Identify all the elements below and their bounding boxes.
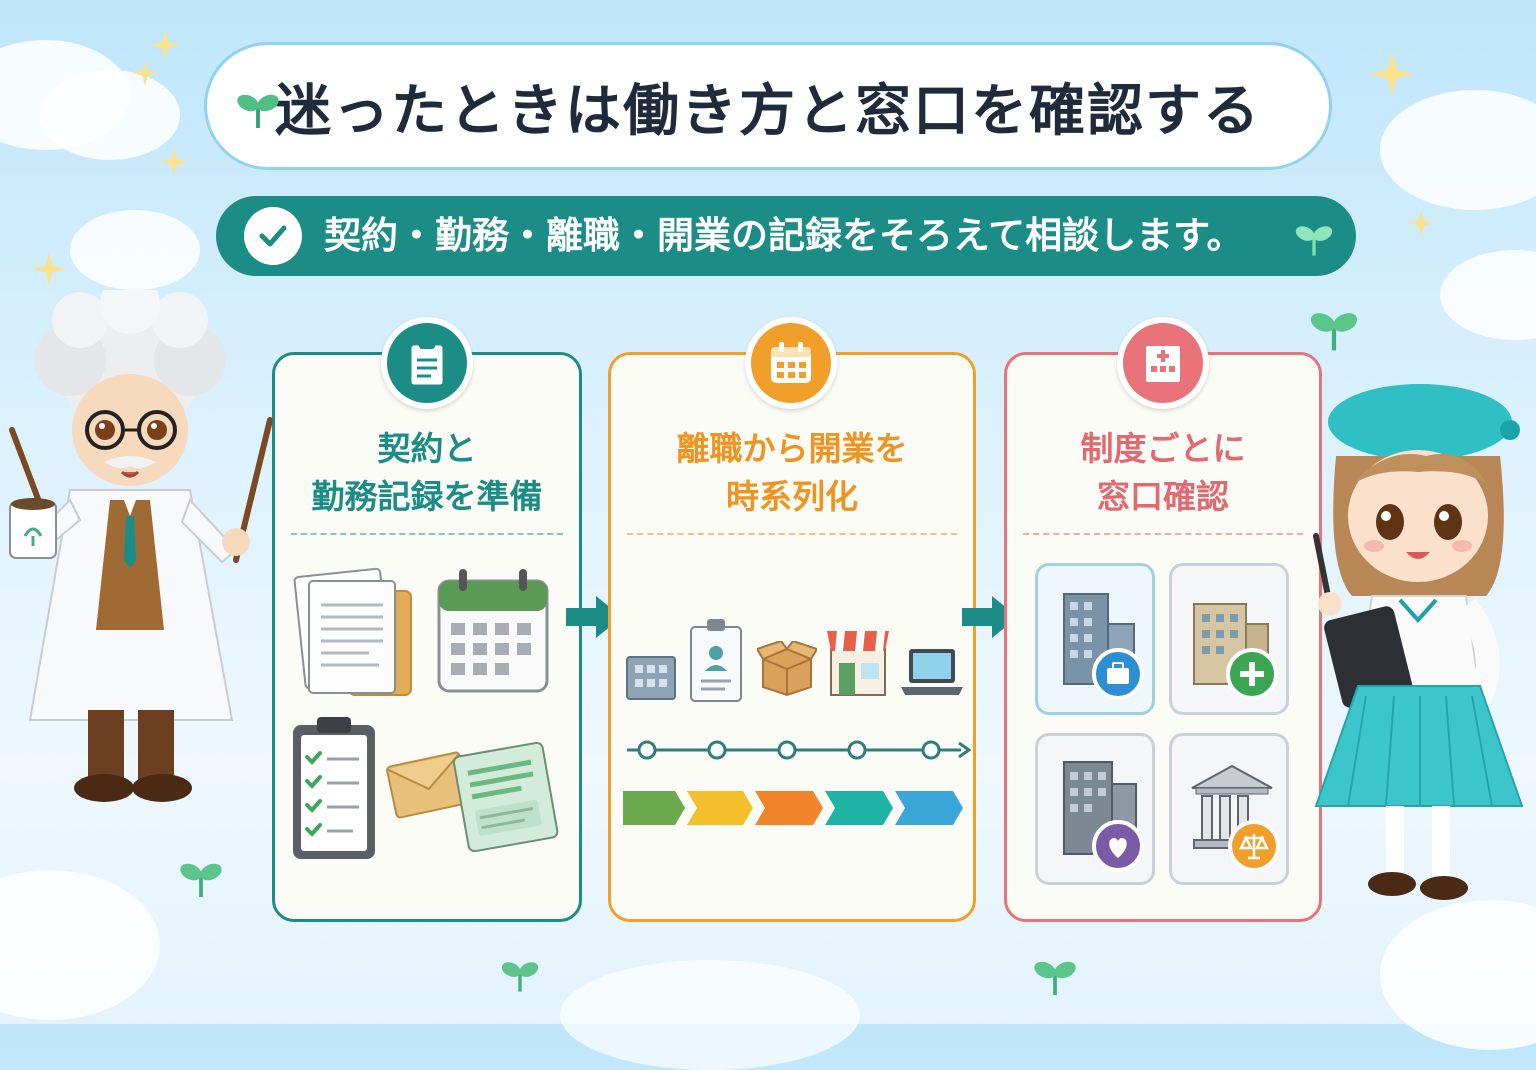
clipboard-icon xyxy=(381,317,473,409)
sparkle-icon xyxy=(32,252,66,286)
subtitle-text: 契約・勤務・離職・開業の記録をそろえて相談します。 xyxy=(324,214,1244,257)
laptop-icon xyxy=(901,649,963,695)
girl-character xyxy=(1313,384,1524,900)
page-title: 迷ったときは働き方と窓口を確認する xyxy=(275,78,1261,144)
health-insurance-office-tile[interactable] xyxy=(1169,563,1289,715)
cloud xyxy=(560,960,860,1070)
legal-office-tile[interactable] xyxy=(1169,733,1289,885)
sprout-icon xyxy=(501,962,539,992)
step-title: 契約と 勤務記録を準備 xyxy=(311,429,543,516)
calendar-icon xyxy=(745,317,837,409)
step-panel-prepare: 契約と 勤務記録を準備 xyxy=(272,317,582,922)
hospital-building-icon xyxy=(1117,317,1209,409)
subtitle-banner: 契約・勤務・離職・開業の記録をそろえて相談します。 xyxy=(216,196,1356,276)
sparkle-icon xyxy=(1408,210,1434,236)
cloud xyxy=(40,70,180,160)
sprout-icon xyxy=(180,863,222,897)
sprout-icon xyxy=(1295,226,1333,256)
professor-character xyxy=(9,290,273,802)
id-badge-icon xyxy=(690,619,742,702)
sparkle-icon xyxy=(150,30,180,60)
sprout-icon xyxy=(237,94,279,128)
shop-storefront-icon xyxy=(827,631,889,696)
cloud xyxy=(70,210,200,290)
step-panel-contact: 制度ごとに 窓口確認 xyxy=(1004,317,1322,922)
sparkle-icon xyxy=(132,60,158,86)
step-title: 離職から開業を 時系列化 xyxy=(676,429,908,516)
envelope-icon xyxy=(386,751,470,819)
documents-folder-icon xyxy=(293,567,412,696)
step-panel-timeline: 離職から開業を 時系列化 xyxy=(608,317,976,922)
employment-office-tile[interactable] xyxy=(1035,563,1155,715)
step-title: 制度ごとに 窓口確認 xyxy=(1080,429,1246,516)
timeline-line xyxy=(627,740,971,760)
record-book-icon xyxy=(452,741,559,853)
calendar-icon xyxy=(437,569,549,693)
cloud xyxy=(1380,90,1536,210)
cloud xyxy=(1380,900,1536,1050)
package-box-icon xyxy=(757,641,817,697)
process-chevrons xyxy=(623,791,963,825)
check-icon xyxy=(244,207,302,265)
sprout-icon xyxy=(1310,313,1358,351)
checklist-icon xyxy=(293,717,375,859)
sprout-icon xyxy=(1034,961,1076,995)
office-building-icon xyxy=(626,656,676,700)
sparkle-icon xyxy=(1370,52,1414,96)
title-banner: 迷ったときは働き方と窓口を確認する xyxy=(204,42,1332,170)
welfare-office-tile[interactable] xyxy=(1035,733,1155,885)
sparkle-icon xyxy=(160,148,188,176)
cloud xyxy=(1440,250,1536,340)
cloud xyxy=(0,870,160,1020)
